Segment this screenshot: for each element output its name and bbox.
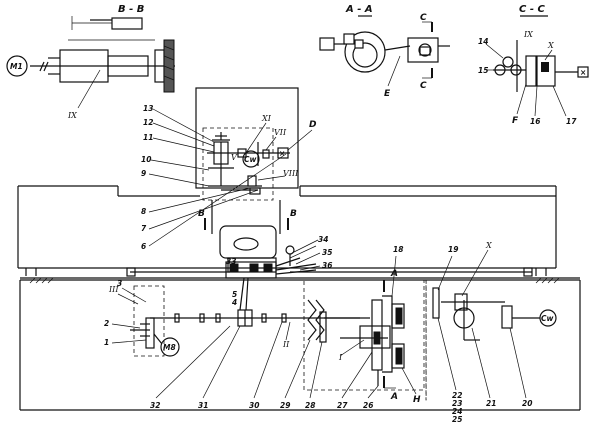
label-14: 14 [478, 37, 488, 46]
label-34: 34 [318, 235, 328, 244]
label-26: 26 [363, 401, 373, 410]
label-d: D [309, 120, 317, 130]
motor-m1-circle [6, 55, 28, 77]
label-30: 30 [249, 401, 259, 410]
section-bb: B - B M1 IX [6, 4, 175, 120]
label-15: 15 [478, 66, 488, 75]
label-33: 33 [226, 257, 236, 266]
svg-text:×: × [279, 149, 285, 158]
label-12: 12 [143, 118, 153, 127]
label-25: 25 [452, 415, 462, 424]
motor-m8-label: M8 [163, 343, 176, 352]
label-4: 4 [232, 298, 237, 307]
roman-x-lower: X [485, 241, 492, 250]
label-18: 18 [393, 245, 403, 254]
lower-transmission: Cw M8 [130, 279, 557, 401]
label-36: 36 [322, 261, 332, 270]
roman-v: V [231, 153, 238, 162]
label-28: 28 [305, 401, 315, 410]
label-20: 20 [522, 399, 532, 408]
section-cc: C - C × 14 15 IX X F 16 17 [478, 4, 589, 126]
label-7: 7 [141, 224, 147, 233]
label-h: H [413, 395, 421, 405]
column-labels-left: 13 12 11 10 9 8 7 6 [141, 104, 287, 251]
label-21: 21 [486, 399, 496, 408]
motor-m1-label: M1 [10, 62, 23, 71]
label-22: 22 [452, 391, 462, 400]
roman-xi: XI [261, 114, 272, 123]
roman-iii: III [108, 285, 119, 294]
label-a-bottom: A [390, 392, 398, 402]
roman-vii: VII [274, 128, 287, 137]
svg-text:Cw: Cw [244, 155, 257, 164]
roman-ii: II [282, 340, 290, 349]
roman-i: I [338, 353, 343, 362]
machine-bed [17, 185, 581, 411]
label-b-right: B [290, 209, 297, 219]
label-5: 5 [232, 290, 237, 299]
label-35: 35 [322, 248, 332, 257]
svg-text:×: × [580, 68, 586, 77]
carriage [225, 257, 317, 311]
label-3: 3 [117, 279, 122, 288]
label-2: 2 [104, 319, 109, 328]
label-8: 8 [141, 207, 146, 216]
label-13: 13 [143, 104, 153, 113]
label-11: 11 [143, 133, 153, 142]
label-17: 17 [566, 117, 577, 126]
label-32: 32 [150, 401, 160, 410]
label-27: 27 [337, 401, 348, 410]
label-e: E [384, 89, 391, 99]
section-cc-title: C - C [519, 4, 545, 15]
section-bb-title: B - B [118, 4, 144, 15]
label-24: 24 [452, 407, 462, 416]
roman-ix-cc: IX [523, 30, 533, 39]
section-aa-title: A - A [345, 4, 373, 15]
label-23: 23 [452, 399, 462, 408]
roman-x-cc: X [547, 41, 554, 50]
label-10: 10 [141, 155, 151, 164]
label-c-top: C [420, 13, 427, 23]
label-16: 16 [530, 117, 540, 126]
roman-viii: VIII [283, 169, 299, 178]
label-b-left: B [198, 209, 205, 219]
label-29: 29 [280, 401, 290, 410]
label-19: 19 [448, 245, 458, 254]
svg-text:Cw: Cw [541, 314, 554, 323]
column-head: Cw × B B [195, 87, 319, 273]
label-f: F [512, 116, 519, 126]
section-aa: A - A E C C [319, 4, 450, 99]
label-c-bottom: C [420, 81, 427, 91]
label-31: 31 [198, 401, 208, 410]
label-6: 6 [141, 242, 146, 251]
roman-ix-bb: IX [67, 111, 77, 120]
label-9: 9 [141, 169, 146, 178]
label-1: 1 [104, 338, 109, 347]
